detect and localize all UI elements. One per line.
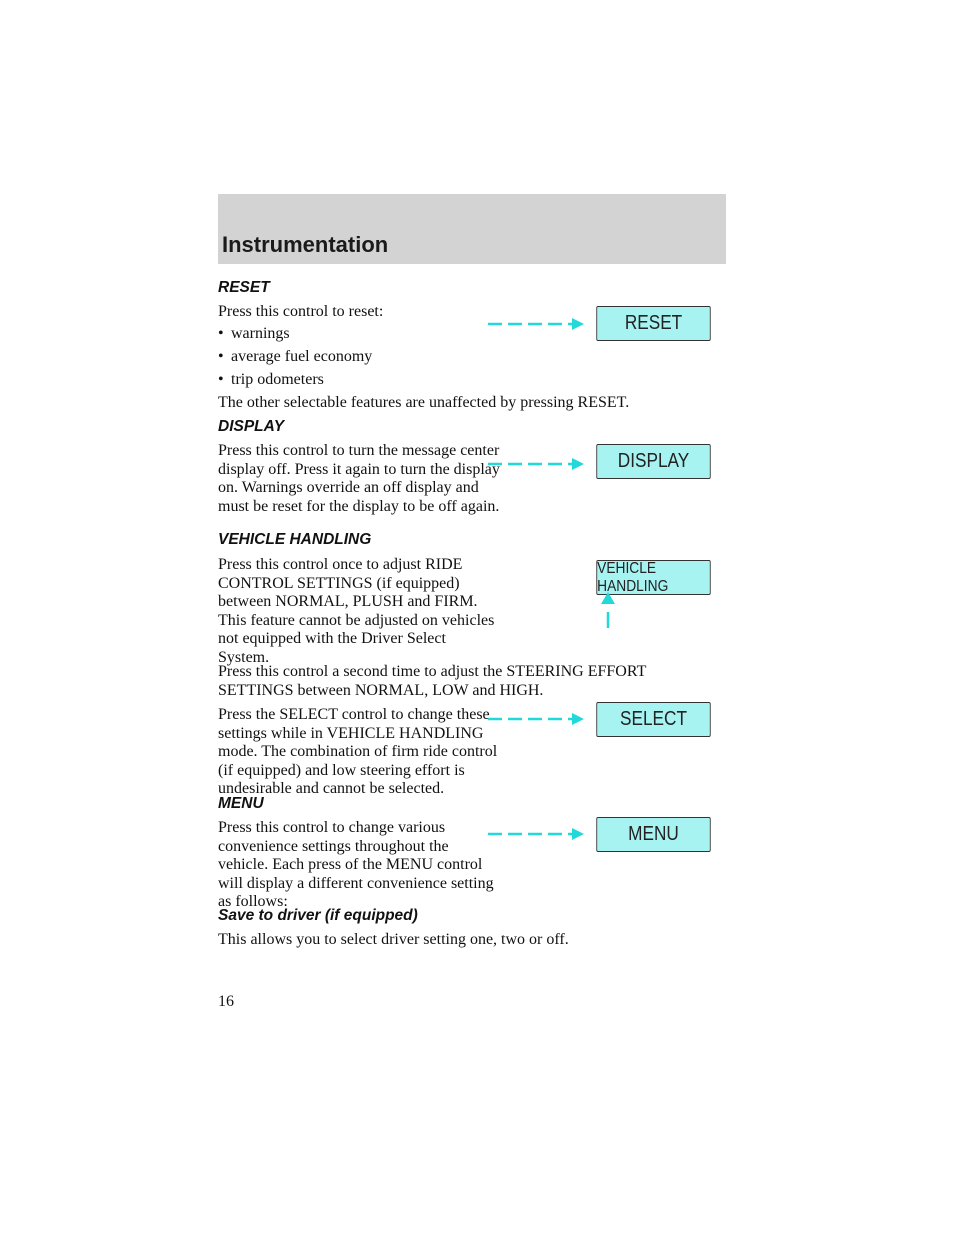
reset-arrow-icon (488, 318, 584, 330)
vehicle-handling-arrow-icon (601, 592, 615, 628)
menu-button[interactable]: MENU (596, 817, 711, 852)
vehicle-handling-text-1: Press this control once to adjust RIDE C… (218, 556, 495, 666)
reset-bullet-3: •trip odometers (218, 371, 324, 388)
vehicle-handling-button[interactable]: VEHICLE HANDLING (596, 560, 711, 595)
page-number: 16 (218, 993, 234, 1010)
reset-bullet-1: •warnings (218, 325, 290, 342)
menu-arrow-icon (488, 828, 584, 840)
save-to-driver-text: This allows you to select driver setting… (218, 931, 569, 948)
vehicle-handling-heading: VEHICLE HANDLING (218, 531, 372, 548)
display-arrow-icon (488, 458, 584, 470)
section-header: Instrumentation (218, 194, 726, 264)
vehicle-handling-text-2: Press this control a second time to adju… (218, 663, 647, 699)
save-to-driver-heading: Save to driver (if equipped) (218, 907, 418, 924)
menu-heading: MENU (218, 795, 264, 812)
select-arrow-icon (488, 713, 584, 725)
reset-intro: Press this control to reset: (218, 303, 384, 320)
reset-bullet-2: •average fuel economy (218, 348, 373, 365)
section-title: Instrumentation (222, 232, 389, 257)
reset-button[interactable]: RESET (596, 306, 711, 341)
reset-heading: RESET (218, 279, 270, 296)
reset-note: The other selectable features are unaffe… (218, 394, 630, 411)
vehicle-handling-text-3: Press the SELECT control to change these… (218, 706, 498, 797)
select-button[interactable]: SELECT (596, 702, 711, 737)
display-heading: DISPLAY (218, 418, 285, 435)
menu-text: Press this control to change various con… (218, 819, 494, 910)
display-text: Press this control to turn the message c… (218, 442, 500, 515)
display-button[interactable]: DISPLAY (596, 444, 711, 479)
